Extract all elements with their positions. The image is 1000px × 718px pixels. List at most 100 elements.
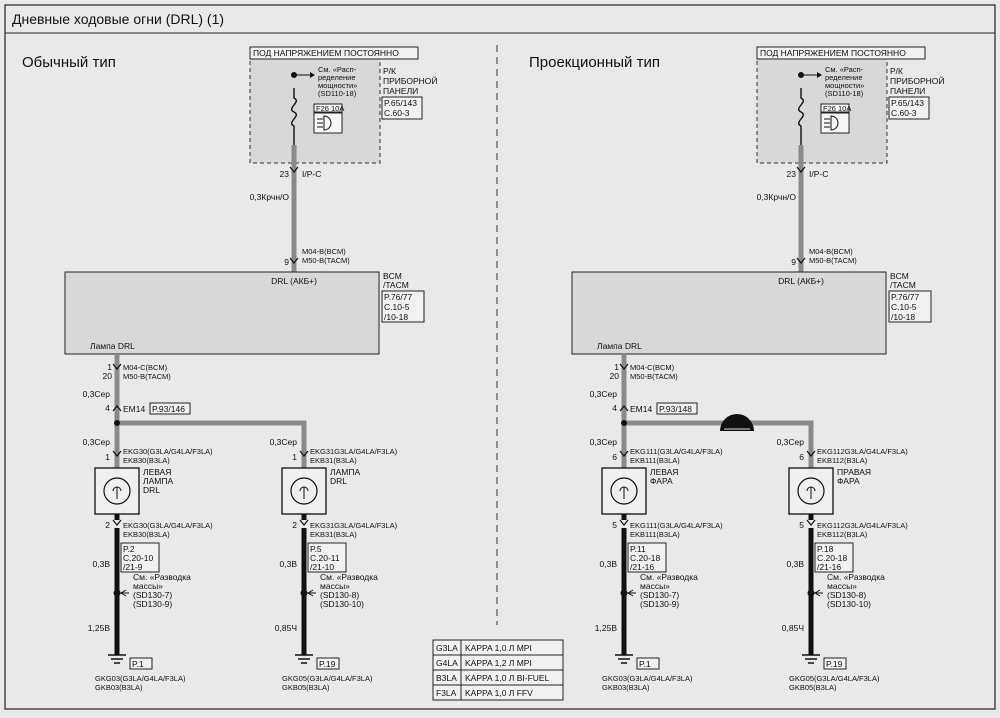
connector-em: EM14 [123, 404, 145, 414]
ref-frame [814, 542, 854, 573]
fuse-symbol [798, 88, 804, 145]
ref-frame [307, 542, 347, 573]
wire-label: 1,25В [595, 623, 618, 633]
panel-ref: C.60-3 [384, 108, 410, 118]
lamp-name: ЛАМПА [330, 467, 360, 477]
pin-number: 4 [612, 403, 617, 413]
pin-number: 23 [787, 169, 797, 179]
page-ref: /21-10 [310, 562, 334, 572]
pin-number: 2 [105, 520, 110, 530]
pin-number: 1 [614, 362, 619, 372]
ground-ref-arrow [814, 589, 821, 597]
module-ref: C.10-5 [891, 302, 917, 312]
wire-label: 0,3Сер [590, 389, 618, 399]
panel-name: ПРИБОРНОЙ [383, 75, 438, 86]
panel-ref-frame [888, 96, 930, 120]
ground-point-name: GKB03(B3LA) [95, 683, 143, 692]
splice-dot [114, 420, 120, 426]
connector-label: M04-B(BCM) [302, 247, 346, 256]
pin-number: 2 [292, 520, 297, 530]
wire-label: 0,3Крчн/О [250, 192, 290, 202]
connector-label: EKB30(B3LA) [123, 456, 170, 465]
wire-label: 0,85Ч [275, 623, 297, 633]
pin-number: 23 [280, 169, 290, 179]
wire-label: 0,85Ч [782, 623, 804, 633]
panel-ref: P.65/143 [384, 98, 417, 108]
wire-label: 1,25В [88, 623, 111, 633]
connector-label: EKG112G3LA/G4LA/F3LA) [817, 447, 908, 456]
ground-ref-arrow [307, 589, 314, 597]
ground-ref-frame [316, 657, 340, 670]
lamp-name: ПРАВАЯ [837, 467, 871, 477]
page-ref: C.20-11 [310, 553, 340, 563]
module-signal: DRL (АКБ+) [271, 276, 317, 286]
fuse-box-caption-frame [756, 46, 926, 60]
engine-legend-table: G3LA KAPPA 1,0 Л MPI G4LA KAPPA 1,2 Л MP… [432, 639, 564, 701]
pin-number: 1 [107, 362, 112, 372]
fuse-icon-frame [820, 112, 850, 134]
ground-ref-text: (SD130-8) [827, 590, 866, 600]
connector-label: I/P-C [809, 169, 828, 179]
ground-point-name: GKB03(B3LA) [602, 683, 650, 692]
bus-arrow-head [310, 72, 315, 78]
bcm-module [571, 271, 887, 355]
ground-page-ref: P.19 [826, 659, 843, 669]
bulb-filament-icon [806, 486, 816, 499]
em-ref: P.93/148 [659, 404, 692, 414]
pin-number: 4 [105, 403, 110, 413]
power-dist-ref: мощности» [825, 81, 864, 90]
pin-number: 20 [610, 371, 620, 381]
page-ref: P.2 [123, 544, 135, 554]
em-ref: P.93/146 [152, 404, 185, 414]
lamp-output-label: Лампа DRL [597, 341, 642, 351]
bulb-filament-icon [619, 486, 629, 499]
bulb-filament-icon [112, 486, 122, 499]
pin-number: 5 [612, 520, 617, 530]
lamp-name: DRL [143, 485, 160, 495]
wire-label: 0,3Крчн/О [757, 192, 797, 202]
legend-code: B3LA [436, 673, 457, 683]
panel-name: ПРИБОРНОЙ [890, 75, 945, 86]
bulb-filament-icon [299, 486, 309, 499]
panel-name: Р/К [383, 66, 396, 76]
connector-label: M50-B(TACM) [302, 256, 350, 265]
legend-code: G3LA [436, 643, 458, 653]
wire-label: 0,3Сер [83, 389, 111, 399]
wire-label: 0,3В [787, 559, 805, 569]
pin-number: 9 [284, 257, 289, 267]
pin-number: 6 [612, 452, 617, 462]
bulb-icon [103, 477, 131, 505]
wire-label: 0,3Сер [777, 437, 805, 447]
connector-chevron [619, 519, 629, 526]
module-ref: /10-18 [891, 312, 915, 322]
connector-chevron [112, 405, 122, 412]
connector-label: EKB111(B3LA) [630, 530, 680, 539]
lamp-name: ФАРА [650, 476, 673, 486]
wire-label: 0,3Сер [270, 437, 298, 447]
panel-name: ПАНЕЛИ [383, 86, 418, 96]
connector-chevron [289, 166, 299, 173]
legend-desc: KAPPA 1,0 Л MPI [465, 643, 532, 653]
module-name: BCM [383, 271, 402, 281]
connector-label: EKG30(G3LA/G4LA/F3LA) [123, 447, 213, 456]
module-ref-frame [888, 290, 932, 323]
ground-page-ref: P.1 [639, 659, 651, 669]
connector-label: EKB111(B3LA) [630, 456, 680, 465]
connector-label: I/P-C [302, 169, 321, 179]
connector-label: EKG31G3LA/G4LA/F3LA) [310, 521, 398, 530]
connector-label: EKB112(B3LA) [817, 530, 868, 539]
power-dist-ref: (SD110-18) [825, 89, 864, 98]
connector-label: EKB31(B3LA) [310, 456, 357, 465]
connector-chevron [806, 519, 816, 526]
ground-ref-text: См. «Разводка [320, 572, 378, 582]
connector-label: EKG30(G3LA/G4LA/F3LA) [123, 521, 213, 530]
ground-ref-arrow [120, 589, 127, 597]
lamp-name: ЛЕВАЯ [650, 467, 678, 477]
panel-name: Р/К [890, 66, 903, 76]
ground-ref-text: См. «Разводка [133, 572, 191, 582]
connector-chevron [796, 166, 806, 173]
ground-ref-text: массы» [640, 581, 670, 591]
connector-chevron [112, 363, 122, 370]
